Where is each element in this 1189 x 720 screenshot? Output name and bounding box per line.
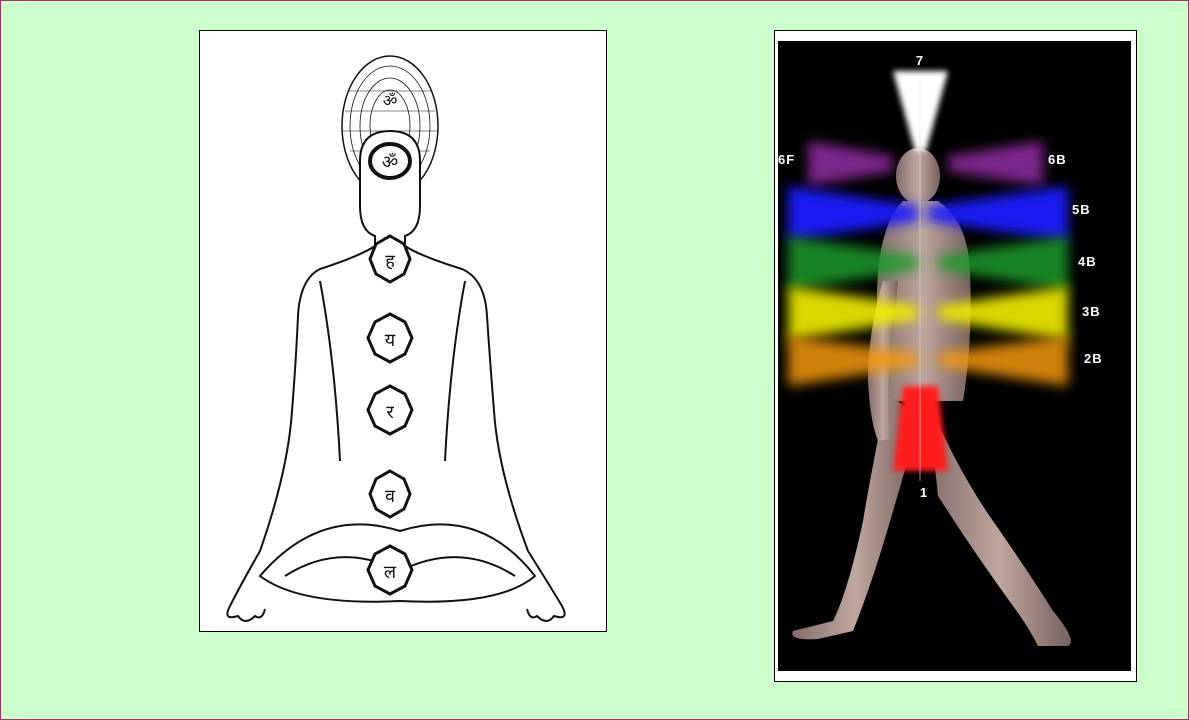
- label-2B: 2B: [1084, 351, 1103, 366]
- svg-text:ॐ: ॐ: [382, 152, 398, 173]
- svg-text:य: य: [385, 330, 396, 351]
- throat-chakra-icon: ह: [370, 236, 410, 282]
- heart-chakra-icon: य: [368, 314, 412, 362]
- meditation-figure-icon: ॐ ॐ ह य र: [200, 31, 606, 631]
- sacral-chakra-icon: व: [370, 471, 410, 517]
- svg-text:र: र: [386, 402, 394, 423]
- root-chakra-icon: ल: [368, 546, 412, 594]
- label-6F: 6F: [778, 152, 795, 167]
- walking-figure-panel: 7 6F 6B 5B 4B 3B 2B 1: [774, 30, 1137, 682]
- label-7: 7: [916, 53, 924, 68]
- svg-text:ल: ल: [384, 562, 397, 583]
- label-4B: 4B: [1078, 254, 1097, 269]
- svg-text:ह: ह: [385, 251, 395, 272]
- solar-plexus-chakra-icon: र: [368, 386, 412, 434]
- walking-figure-icon: 7 6F 6B 5B 4B 3B 2B 1: [778, 41, 1131, 671]
- svg-text:ॐ: ॐ: [383, 91, 398, 110]
- meditation-figure-panel: ॐ ॐ ह य र: [199, 30, 607, 632]
- crown-chakra-icon: ॐ: [383, 91, 398, 110]
- label-6B: 6B: [1048, 152, 1067, 167]
- label-5B: 5B: [1072, 202, 1091, 217]
- chakra-diagram-canvas: 7 6F 6B 5B 4B 3B 2B 1: [778, 41, 1131, 671]
- label-3B: 3B: [1082, 304, 1101, 319]
- brow-chakra-icon: ॐ: [370, 144, 410, 178]
- label-1: 1: [920, 485, 928, 500]
- svg-text:व: व: [385, 486, 396, 507]
